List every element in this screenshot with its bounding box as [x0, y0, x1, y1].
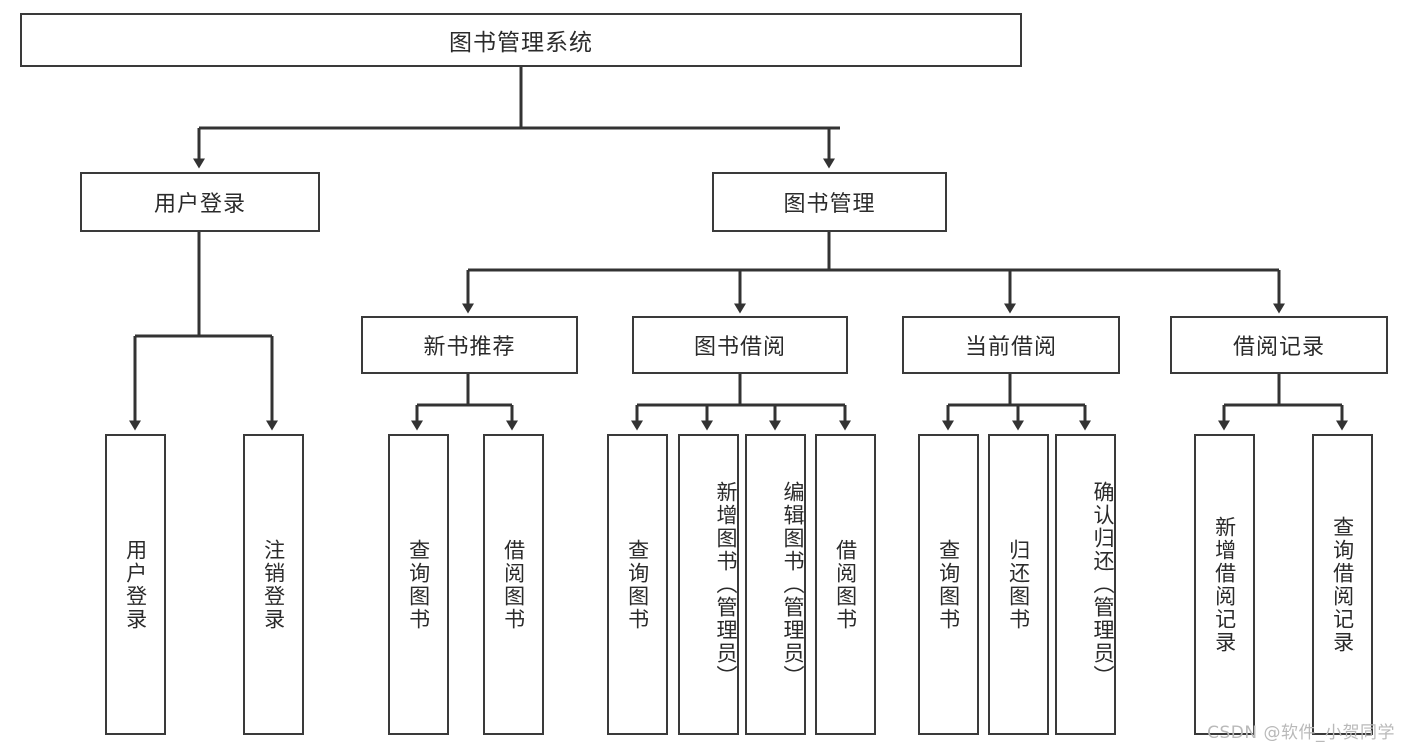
leaf-confirm-return[interactable]: 确认归还（管理员） — [1055, 434, 1116, 735]
leaf-query-book-3[interactable]: 查询图书 — [918, 434, 979, 735]
leaf-user-logout[interactable]: 注销登录 — [243, 434, 304, 735]
leaf-return-book-label: 归还图书 — [1006, 538, 1031, 631]
leaf-query-book-3-label: 查询图书 — [936, 538, 961, 631]
node-current-borrow-label: 当前借阅 — [964, 335, 1057, 360]
leaf-edit-book[interactable]: 编辑图书（管理员） — [745, 434, 806, 735]
node-book-borrow-label: 图书借阅 — [693, 335, 786, 360]
watermark: CSDN @软件_小贺同学 — [1207, 723, 1395, 743]
leaf-confirm-return-label: 确认归还（管理员） — [1091, 481, 1115, 688]
leaf-query-book-1-label: 查询图书 — [406, 538, 431, 631]
leaf-borrow-book-2-label: 借阅图书 — [833, 538, 858, 631]
leaf-edit-book-label: 编辑图书（管理员） — [781, 481, 805, 688]
leaf-query-book-2-label: 查询图书 — [625, 538, 650, 631]
node-borrow-record-label: 借阅记录 — [1232, 335, 1325, 360]
node-new-book-rec-label: 新书推荐 — [423, 335, 516, 360]
node-root[interactable]: 图书管理系统 — [20, 13, 1022, 67]
leaf-borrow-book-1[interactable]: 借阅图书 — [483, 434, 544, 735]
node-user-login-label: 用户登录 — [153, 192, 246, 217]
node-root-label: 图书管理系统 — [449, 30, 593, 56]
leaf-query-book-1[interactable]: 查询图书 — [388, 434, 449, 735]
leaf-add-record-label: 新增借阅记录 — [1212, 515, 1237, 654]
node-new-book-rec[interactable]: 新书推荐 — [361, 316, 578, 374]
leaf-add-record[interactable]: 新增借阅记录 — [1194, 434, 1255, 735]
node-current-borrow[interactable]: 当前借阅 — [902, 316, 1120, 374]
leaf-return-book[interactable]: 归还图书 — [988, 434, 1049, 735]
leaf-add-book-label: 新增图书（管理员） — [714, 481, 738, 688]
node-user-login[interactable]: 用户登录 — [80, 172, 320, 232]
node-borrow-record[interactable]: 借阅记录 — [1170, 316, 1388, 374]
leaf-borrow-book-2[interactable]: 借阅图书 — [815, 434, 876, 735]
leaf-user-login-label: 用户登录 — [123, 538, 148, 631]
leaf-user-login[interactable]: 用户登录 — [105, 434, 166, 735]
leaf-borrow-book-1-label: 借阅图书 — [501, 538, 526, 631]
node-book-manage-label: 图书管理 — [783, 192, 876, 217]
leaf-query-record[interactable]: 查询借阅记录 — [1312, 434, 1373, 735]
node-book-borrow[interactable]: 图书借阅 — [632, 316, 848, 374]
leaf-query-book-2[interactable]: 查询图书 — [607, 434, 668, 735]
leaf-query-record-label: 查询借阅记录 — [1330, 515, 1355, 654]
leaf-user-logout-label: 注销登录 — [261, 538, 286, 631]
leaf-add-book[interactable]: 新增图书（管理员） — [678, 434, 739, 735]
node-book-manage[interactable]: 图书管理 — [712, 172, 947, 232]
